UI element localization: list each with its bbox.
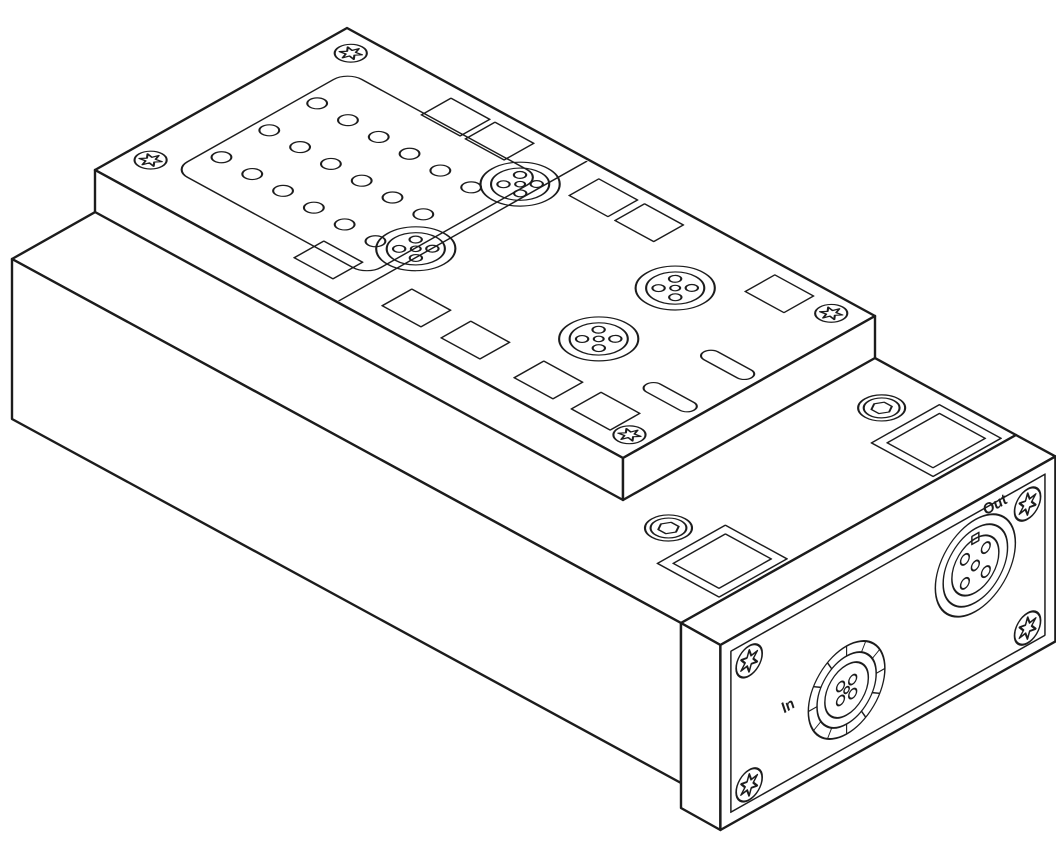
blanking-plate — [293, 240, 364, 280]
module-top-details — [126, 39, 856, 449]
out-connector — [934, 513, 1017, 618]
blanking-plate — [420, 97, 491, 137]
vent-dot — [289, 141, 312, 154]
blanking-plate — [570, 391, 641, 431]
grip-slot — [699, 349, 756, 381]
vent-dot — [381, 191, 404, 204]
vent-dot — [460, 181, 483, 194]
base-top-details — [634, 388, 1003, 598]
end-plate-face — [719, 455, 1056, 832]
vent-dot — [272, 184, 295, 197]
vent-dot-grid — [210, 97, 483, 248]
vent-dot — [398, 147, 421, 160]
grip-slot — [642, 382, 698, 413]
vent-panel — [180, 75, 534, 272]
end-plate-block — [679, 433, 1056, 832]
blanking-plate — [440, 320, 511, 360]
thread-hatching — [808, 640, 886, 740]
blanking-plate — [464, 121, 535, 161]
vent-dot — [429, 164, 452, 177]
vent-dot — [350, 174, 373, 187]
end-plate-front-strip — [679, 621, 722, 832]
end-plate-details — [730, 473, 1046, 814]
mounting-pocket-inner — [672, 533, 773, 589]
mounting-pocket — [870, 404, 1003, 478]
vent-dot — [306, 97, 329, 110]
module-seam — [338, 160, 588, 302]
mounting-pocket — [656, 524, 788, 598]
blanking-plate — [744, 274, 815, 314]
module-right-wall — [621, 314, 877, 502]
vent-dot — [333, 218, 356, 231]
keyway-notch — [971, 531, 980, 546]
vent-dot — [412, 208, 435, 221]
io-module — [93, 26, 877, 502]
mounting-pocket-inner — [886, 412, 987, 469]
vent-dot — [302, 201, 325, 214]
blanking-plate — [568, 178, 639, 218]
vent-dot — [319, 157, 342, 170]
in-connector — [807, 640, 886, 740]
blanking-plate — [381, 288, 452, 328]
vent-dot — [210, 151, 233, 164]
vent-dot — [241, 167, 264, 181]
end-plate-inner-outline — [730, 473, 1046, 814]
vent-dot — [258, 124, 281, 137]
blanking-plate — [513, 360, 584, 400]
blanking-plate — [613, 203, 685, 243]
vent-dot — [367, 130, 390, 144]
vent-dot — [336, 114, 359, 127]
